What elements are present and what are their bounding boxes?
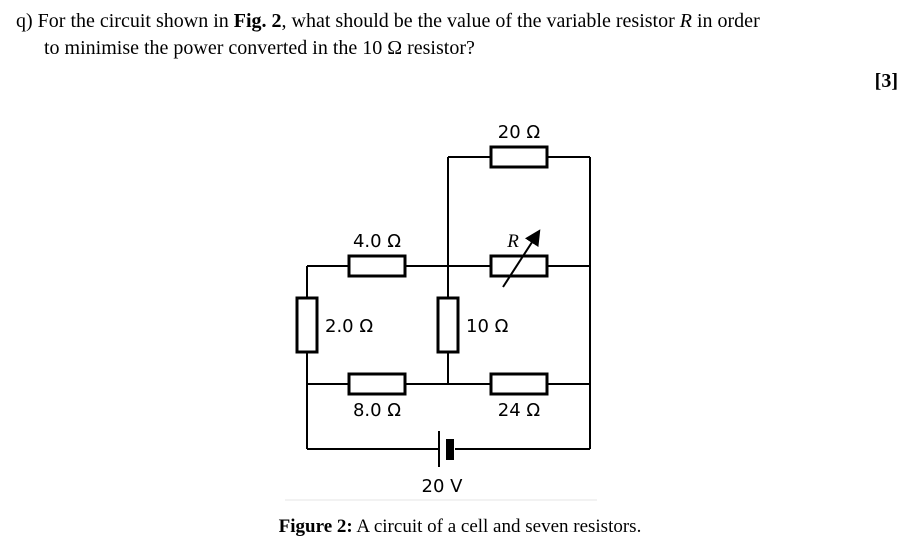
label-20-ohm: 20 Ω — [498, 122, 541, 143]
figure-caption: Figure 2: A circuit of a cell and seven … — [278, 516, 642, 537]
label-10-ohm: 10 Ω — [466, 316, 509, 337]
variable-resistor-arrow — [502, 229, 541, 288]
question-line-1: q) For the circuit shown in Fig. 2, what… — [16, 10, 760, 32]
label-variable-r: R — [506, 231, 519, 252]
question-text: q) For the circuit shown in Fig. 2, what… — [16, 8, 906, 62]
label-24-ohm: 24 Ω — [498, 400, 541, 421]
resistor-10-ohm — [436, 296, 460, 354]
resistor-4-ohm — [347, 254, 407, 278]
resistor-20-ohm — [489, 145, 549, 169]
label-cell-voltage: 20 V — [422, 476, 464, 497]
marks-label: [3] — [874, 70, 898, 92]
resistor-8-ohm — [347, 372, 407, 396]
figure-reference: Fig. 2 — [233, 10, 282, 32]
label-4-ohm: 4.0 Ω — [353, 231, 401, 252]
resistor-variable-r — [489, 254, 549, 278]
resistor-2-ohm — [295, 296, 319, 354]
label-2-ohm: 2.0 Ω — [325, 316, 373, 337]
label-8-ohm: 8.0 Ω — [353, 400, 401, 421]
question-line-2: to minimise the power converted in the 1… — [44, 37, 475, 59]
circuit-wires — [306, 156, 591, 450]
variable-r: R — [679, 10, 692, 32]
resistor-24-ohm — [489, 372, 549, 396]
cell-symbol — [438, 431, 454, 467]
